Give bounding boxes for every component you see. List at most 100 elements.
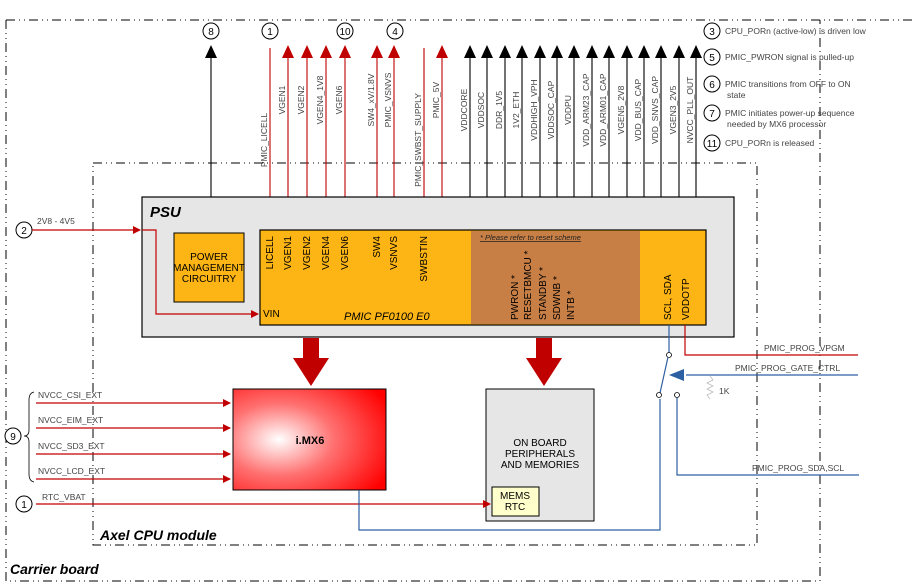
switch-contact-b	[674, 392, 680, 398]
red-rail-label: SW4_xV/1.8V	[366, 73, 376, 126]
peripherals-line1: ON BOARD	[513, 438, 566, 449]
mems-rtc-line1: MEMS	[500, 491, 530, 502]
rail-arrow-up-icon	[551, 45, 563, 58]
black-rail-label: VGEN3_2V5	[668, 85, 678, 134]
legend-text: state	[727, 90, 746, 100]
prog-gate-label: PMIC_PROG_GATE_CTRL	[735, 363, 840, 373]
black-rail-label: VDD_ARM01_CAP	[598, 73, 608, 147]
legend-text: needed by MX6 processor	[727, 119, 826, 129]
nvcc-label: NVCC_SD3_EXT	[38, 441, 105, 451]
nvcc-label: NVCC_LCD_EXT	[38, 466, 105, 476]
rail-arrow-up-icon	[499, 45, 511, 58]
rail-arrow-up-icon	[586, 45, 598, 58]
carrier-board-label: Carrier board	[10, 561, 99, 577]
prog-sda-scl-wire	[676, 398, 859, 476]
step-marker-9-num: 9	[10, 432, 16, 443]
resistor-icon	[706, 375, 714, 400]
legend-marker-num: 3	[709, 27, 715, 38]
legend-marker-3	[703, 22, 721, 40]
black-rail-label: VDDPU	[563, 95, 573, 125]
psu-label: PSU	[150, 204, 182, 221]
nvcc-label: NVCC_CSI_EXT	[38, 390, 102, 400]
switch-contact-a	[656, 392, 662, 398]
black-rail-label: VDD_ARM23_CAP	[581, 73, 591, 147]
reset-pin-label: INTB *	[566, 290, 577, 320]
red-rail-label: VGEN4_1V8	[315, 75, 325, 124]
power-mgmt-line1: POWER	[190, 252, 228, 263]
step-marker-4	[386, 22, 404, 40]
reset-pins-area	[471, 231, 640, 324]
step-marker-1	[261, 22, 279, 40]
rail-arrow-up-icon	[301, 45, 313, 58]
legend-marker-6	[703, 75, 721, 93]
vin-wire	[142, 229, 259, 318]
rail-arrow-up-icon	[464, 45, 476, 58]
nvcc-brace	[23, 391, 35, 483]
red-rail-label: VGEN2	[296, 85, 306, 114]
power-mgmt-line2: MANAGEMENT	[173, 263, 245, 274]
prog-vpgm-label: PMIC_PROG_VPGM	[764, 343, 845, 353]
step-marker-2-num: 2	[21, 226, 27, 237]
input-supply-label: 2V8 - 4V5	[37, 216, 75, 226]
rail-arrow-up-icon	[320, 45, 332, 58]
pmic-pin-label: VDDOTP	[681, 278, 692, 320]
black-rail-label: DDR_1V5	[494, 91, 504, 130]
power-mgmt-line3: CIRCUITRY	[182, 274, 237, 285]
step-marker-1-rtc	[15, 495, 33, 513]
legend-marker-11	[703, 134, 721, 152]
rail-arrow-up-icon	[481, 45, 493, 58]
resistor-label: 1K	[719, 386, 730, 396]
black-rail-label: VDDSOC	[476, 92, 486, 128]
reset-pin-label: PWRON *	[510, 275, 521, 320]
vpgm-wire	[684, 325, 858, 356]
switch-blade	[659, 356, 669, 394]
psu-to-imx6-arrow	[293, 338, 329, 386]
prog-sda-scl-label: PMIC_PROG_SDA,SCL	[752, 463, 844, 473]
step-marker-1-rtc-num: 1	[21, 500, 27, 511]
rail-arrow-up-icon	[638, 45, 650, 58]
step-marker-num: 10	[339, 27, 351, 38]
rail-arrow-up-icon	[516, 45, 528, 58]
black-rail-label: VDD_SNVS_CAP	[650, 76, 660, 144]
step-marker-9	[4, 427, 22, 445]
reset-pin-label: RESETBMCU *	[523, 250, 534, 320]
power-management-block	[173, 232, 245, 303]
legend-marker-5	[703, 48, 721, 66]
peripherals-line2: PERIPHERALS	[505, 449, 575, 460]
rail-arrow-up-icon	[371, 45, 383, 58]
legend-marker-num: 6	[709, 80, 715, 91]
rail-arrow-up-icon	[690, 45, 702, 58]
legend-marker-num: 5	[709, 53, 715, 64]
nvcc-label: NVCC_EIM_EXT	[38, 415, 103, 425]
reset-scheme-note: * Please refer to reset scheme	[480, 233, 581, 242]
red-rail-label: PMIC_SWBST_SUPPLY	[413, 93, 423, 187]
rtc-vbat-label: RTC_VBAT	[42, 492, 86, 502]
black-rail-label: NVCC_PLL_OUT	[685, 77, 695, 144]
pmic-pin-label: SWBSTIN	[419, 236, 430, 282]
rail-arrow-up-icon	[339, 45, 351, 58]
pmic-vin-pin: VIN	[263, 309, 280, 320]
legend-text: PMIC initiates power-up sequence	[725, 108, 855, 118]
step-marker-8	[202, 22, 220, 40]
cpu-module-border	[92, 162, 758, 546]
black-rail-label: VDDCORE	[459, 88, 469, 131]
black-rail-label: VGEN5_2V8	[616, 85, 626, 134]
rail-arrow-up-icon	[568, 45, 580, 58]
reset-pin-label: SDWNB *	[552, 276, 563, 320]
mems-rtc-block	[491, 486, 540, 517]
black-rail-label: 1V2_ETH	[511, 92, 521, 129]
pmic-pin-label: SCL, SDA	[663, 274, 674, 320]
rail-arrow-up-icon	[621, 45, 633, 58]
mems-rtc-line2: RTC	[505, 502, 525, 513]
rail-arrow-up-icon	[534, 45, 546, 58]
red-rail-label: PMIC_VSNVS	[383, 72, 393, 127]
legend-marker-num: 7	[709, 109, 715, 120]
step-marker-num: 4	[392, 27, 398, 38]
step-marker-10	[336, 22, 354, 40]
peripherals-line3: AND MEMORIES	[501, 460, 580, 471]
gate-ctrl-arrow	[669, 369, 684, 381]
